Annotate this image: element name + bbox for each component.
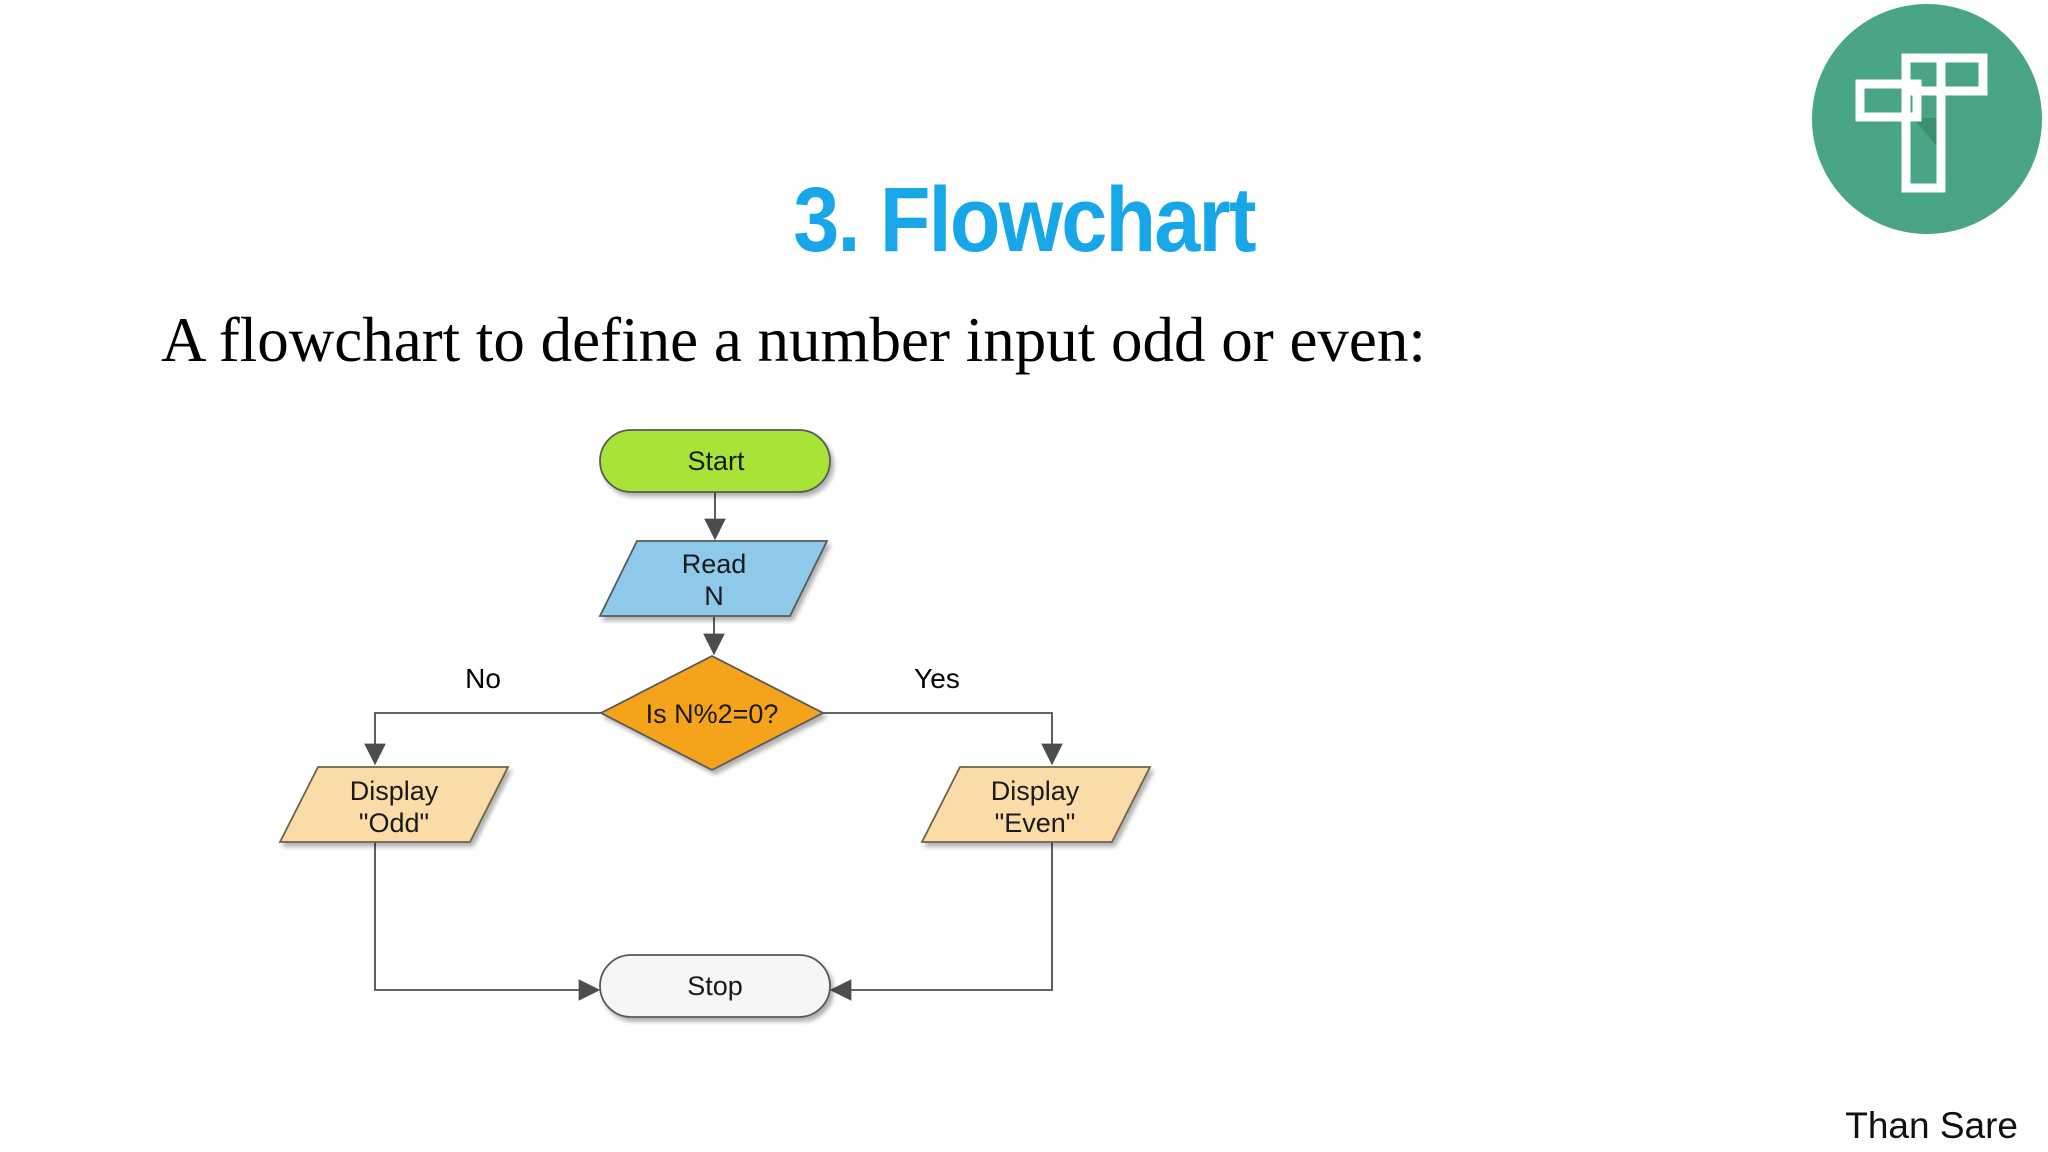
node-read-parallelogram: [598, 540, 829, 617]
edge-display-even-to-stop: [829, 842, 1053, 1001]
start-label: Start: [687, 446, 745, 476]
node-start-terminator: [599, 429, 831, 493]
display-odd-label-line2: "Odd": [359, 808, 429, 838]
node-decision-diamond: [599, 654, 825, 772]
logo-t-icon: [1855, 53, 1988, 193]
author-credit: Than Sare: [1845, 1105, 2018, 1146]
slide-title: 3. Flowchart: [793, 168, 1256, 271]
edge-decision-to-display-odd: [364, 712, 601, 766]
edge-decision-to-display-even: [823, 712, 1063, 766]
node-display-odd-parallelogram: [278, 766, 510, 843]
display-even-label-line2: "Even": [995, 808, 1076, 838]
decision-label: Is N%2=0?: [646, 699, 779, 729]
brand-logo: [1812, 4, 2042, 234]
node-labels: Start Read N Is N%2=0? Display "Odd" Dis…: [350, 446, 1080, 1001]
read-label-line2: N: [704, 581, 724, 611]
flow-edges: [364, 492, 1063, 1001]
node-stop-terminator: [599, 954, 831, 1018]
branch-labels: No Yes: [465, 663, 960, 694]
branch-label-yes: Yes: [914, 663, 960, 694]
logo-t-left-bar: [1855, 79, 1922, 122]
stop-label: Stop: [687, 971, 743, 1001]
display-even-label-line1: Display: [991, 776, 1080, 806]
branch-label-no: No: [465, 663, 501, 694]
read-label-line1: Read: [682, 549, 747, 579]
slide-subtitle: A flowchart to define a number input odd…: [161, 305, 1426, 375]
flowchart-diagram: Start Read N Is N%2=0? Display "Odd" Dis…: [278, 429, 1152, 1018]
logo-t-top-bar: [1901, 53, 1988, 96]
node-display-even-parallelogram: [920, 766, 1152, 843]
edge-display-odd-to-stop: [374, 842, 601, 1001]
display-odd-label-line1: Display: [350, 776, 439, 806]
